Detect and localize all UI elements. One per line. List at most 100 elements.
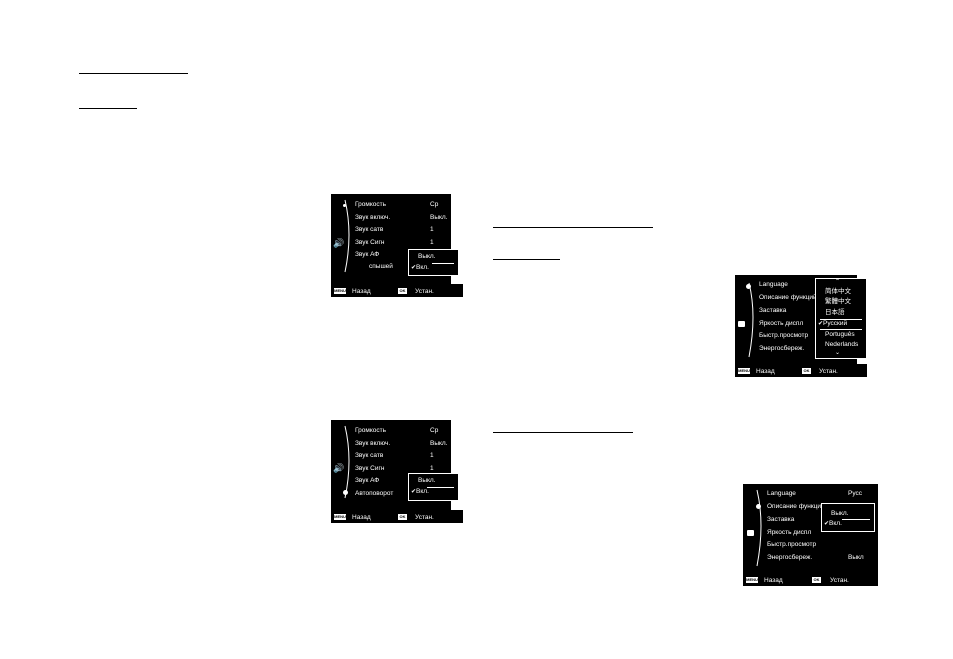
camera-screen-language: Language Описание функций Заставка Яркос… bbox=[735, 275, 867, 377]
menu-value: Выкл. bbox=[430, 440, 448, 447]
menu-value: 1 bbox=[430, 452, 434, 459]
language-option[interactable]: Português bbox=[825, 331, 855, 338]
ok-key-icon: OK bbox=[812, 577, 821, 583]
popup-option-selected[interactable]: ✔Вкл. bbox=[411, 264, 429, 271]
screen-footer: MENU Назад OK Устан. bbox=[331, 285, 463, 297]
option-popup: Выкл. ✔Вкл. bbox=[821, 503, 875, 532]
option-popup: Выкл. ✔Вкл. bbox=[408, 249, 459, 276]
menu-item[interactable]: Звук включ. bbox=[355, 440, 391, 447]
menu-item[interactable]: Language bbox=[767, 490, 796, 497]
speaker-icon: 🔊 bbox=[333, 238, 345, 248]
menu-bullet-icon bbox=[746, 284, 751, 289]
ok-key-icon: OK bbox=[398, 288, 407, 294]
screen-footer: MENU Назад OK Устан. bbox=[331, 511, 463, 523]
menu-value: 1 bbox=[430, 465, 434, 472]
language-popup: ⌃ 简体中文 繁體中文 日本語 ✔Русский Português Neder… bbox=[815, 278, 867, 359]
option-popup: Выкл. ✔Вкл. bbox=[408, 473, 459, 501]
rule-5 bbox=[493, 432, 633, 433]
menu-arc-icon bbox=[756, 489, 762, 567]
menu-item[interactable]: Звук АФ bbox=[355, 477, 380, 484]
back-label: Назад bbox=[352, 513, 371, 521]
checkmark-icon: ✔ bbox=[411, 265, 417, 271]
rule-1 bbox=[79, 73, 188, 74]
menu-key-icon: MENU bbox=[738, 368, 750, 374]
set-label: Устан. bbox=[830, 576, 849, 584]
popup-selection-line bbox=[820, 329, 862, 330]
menu-value: Выкл. bbox=[430, 214, 448, 221]
language-option[interactable]: 繁體中文 bbox=[825, 298, 851, 305]
display-icon bbox=[738, 321, 745, 327]
rule-3 bbox=[493, 227, 653, 228]
chevron-up-icon[interactable]: ⌃ bbox=[835, 279, 841, 285]
menu-item[interactable]: Громкость bbox=[355, 201, 386, 208]
popup-selection-line bbox=[432, 263, 454, 264]
menu-item[interactable]: Описание функций bbox=[759, 294, 817, 301]
menu-item[interactable]: Звук включ. bbox=[355, 214, 391, 221]
language-option-selected[interactable]: ✔Русский bbox=[818, 320, 848, 327]
menu-value: Ср bbox=[430, 427, 439, 434]
menu-item[interactable]: Быстр.просмотр bbox=[767, 541, 817, 548]
screen-footer: MENU Назад OK Устан. bbox=[743, 574, 878, 586]
menu-item[interactable]: Звук сатв bbox=[355, 452, 384, 459]
ok-key-icon: OK bbox=[398, 514, 407, 520]
menu-item[interactable]: Звук Сигн bbox=[355, 465, 385, 472]
screen-footer: MENU Назад OK Устан. bbox=[735, 365, 867, 377]
menu-item[interactable]: Автоповорот bbox=[355, 490, 394, 497]
menu-value: Ср bbox=[430, 201, 439, 208]
menu-bullet-icon bbox=[756, 504, 761, 509]
checkmark-icon: ✔ bbox=[824, 521, 830, 527]
menu-item[interactable]: Описание функций bbox=[767, 503, 825, 510]
ok-key-icon: OK bbox=[802, 368, 811, 374]
menu-item[interactable]: Энергосбереж. bbox=[767, 554, 813, 561]
popup-option[interactable]: Выкл. bbox=[831, 510, 849, 517]
menu-value: Выкл bbox=[848, 554, 864, 561]
rule-2 bbox=[79, 108, 137, 109]
menu-value: 1 bbox=[430, 239, 434, 246]
menu-key-icon: MENU bbox=[746, 577, 758, 583]
checkmark-icon: ✔ bbox=[818, 321, 824, 327]
menu-arc-icon bbox=[748, 282, 754, 358]
popup-selection-line bbox=[820, 319, 862, 320]
menu-item[interactable]: Заставка bbox=[759, 307, 787, 314]
menu-item[interactable]: Энергосбереж. bbox=[759, 345, 805, 352]
menu-item[interactable]: Заставка bbox=[767, 516, 795, 523]
menu-item[interactable]: Яркость диспл bbox=[767, 529, 812, 536]
popup-option[interactable]: Выкл. bbox=[418, 253, 436, 260]
camera-screen-guide: Language Описание функций Заставка Яркос… bbox=[743, 484, 878, 586]
display-icon bbox=[747, 530, 754, 536]
back-label: Назад bbox=[352, 287, 371, 295]
menu-item[interactable]: Быстр.просмотр bbox=[759, 332, 809, 339]
language-option[interactable]: 简体中文 bbox=[825, 288, 851, 295]
checkmark-icon: ✔ bbox=[411, 489, 417, 495]
back-label: Назад bbox=[764, 576, 783, 584]
popup-selection-line bbox=[842, 519, 870, 520]
popup-option[interactable]: Выкл. bbox=[418, 477, 436, 484]
camera-screen-sound: 🔊 Громкость Звук включ. Звук сатв Звук С… bbox=[331, 194, 463, 297]
set-label: Устан. bbox=[819, 367, 838, 375]
menu-key-icon: MENU bbox=[334, 514, 346, 520]
language-option[interactable]: Nederlands bbox=[825, 341, 859, 348]
popup-selection-line bbox=[427, 487, 454, 488]
menu-item[interactable]: Звук Сигн bbox=[355, 239, 385, 246]
rule-4 bbox=[493, 259, 560, 260]
menu-item[interactable]: Звук сатв bbox=[355, 226, 384, 233]
menu-item[interactable]: спышей bbox=[369, 263, 393, 270]
popup-option-selected[interactable]: ✔Вкл. bbox=[411, 488, 429, 495]
popup-option-selected[interactable]: ✔Вкл. bbox=[824, 520, 842, 527]
chevron-down-icon[interactable]: ⌄ bbox=[835, 350, 841, 356]
menu-value: Русс bbox=[848, 490, 863, 497]
menu-item[interactable]: Language bbox=[759, 281, 788, 288]
back-label: Назад bbox=[756, 367, 775, 375]
speaker-icon: 🔊 bbox=[333, 463, 345, 473]
menu-value: 1 bbox=[430, 226, 434, 233]
set-label: Устан. bbox=[415, 513, 434, 521]
menu-key-icon: MENU bbox=[334, 288, 346, 294]
camera-screen-autorotate: 🔊 Громкость Звук включ. Звук сатв Звук С… bbox=[331, 420, 463, 523]
language-option[interactable]: 日本語 bbox=[825, 309, 845, 316]
menu-arc-icon bbox=[344, 199, 350, 273]
menu-item[interactable]: Яркость диспл bbox=[759, 320, 804, 327]
menu-item[interactable]: Звук АФ bbox=[355, 251, 380, 258]
set-label: Устан. bbox=[415, 287, 434, 295]
menu-item[interactable]: Громкость bbox=[355, 427, 386, 434]
menu-bullet-icon bbox=[343, 490, 348, 495]
